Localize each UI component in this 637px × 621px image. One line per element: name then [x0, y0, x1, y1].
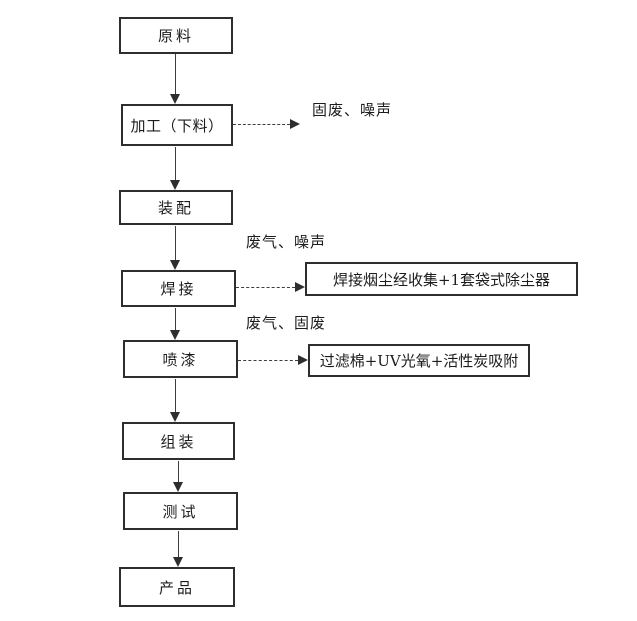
arrowhead-icon — [290, 119, 300, 129]
flow-node-product: 产品 — [119, 567, 235, 607]
exhaust-gas-noise-label: 废气、噪声 — [246, 233, 327, 251]
down-arrow-icon — [169, 308, 181, 340]
flow-node-spray-painting: 喷漆 — [123, 340, 238, 378]
arrow-shaft — [233, 123, 290, 125]
arrow-shaft — [238, 359, 298, 361]
arrowhead-icon — [173, 482, 183, 492]
solid-waste-noise-label: 固废、噪声 — [312, 101, 393, 119]
flow-node-label: 装配 — [157, 199, 194, 217]
down-arrow-icon — [169, 379, 181, 422]
down-arrow-icon — [169, 226, 181, 270]
flow-node-label: 原料 — [157, 27, 194, 45]
flow-node-label: 喷漆 — [162, 350, 199, 369]
arrow-shaft — [236, 286, 295, 288]
welding-fume-treatment-box: 焊接烟尘经收集+1套袋式除尘器 — [305, 262, 578, 296]
arrow-shaft — [174, 226, 176, 260]
flow-node-testing: 测试 — [123, 492, 238, 530]
flow-node-label: 产品 — [158, 578, 195, 597]
flow-node-label: 加工（下料） — [130, 116, 224, 135]
arrowhead-icon — [170, 330, 180, 340]
flow-node-label: 焊接 — [160, 280, 197, 298]
flow-node-welding: 焊接 — [121, 270, 236, 307]
flow-node-final-assembly: 组装 — [122, 422, 235, 460]
arrow-shaft — [174, 379, 176, 412]
treatment-box-label: 焊接烟尘经收集+1套袋式除尘器 — [332, 270, 551, 289]
flow-node-fitting-assembly: 装配 — [119, 190, 233, 225]
exhaust-gas-solid-waste-label: 废气、固废 — [246, 314, 327, 332]
dashed-right-arrow-icon — [236, 281, 305, 293]
down-arrow-icon — [169, 147, 181, 190]
down-arrow-icon — [172, 531, 184, 567]
arrow-shaft — [174, 147, 176, 180]
paint-exhaust-treatment-box: 过滤棉+UV光氧+活性炭吸附 — [308, 344, 530, 377]
down-arrow-icon — [169, 54, 181, 104]
arrowhead-icon — [298, 355, 308, 365]
flow-node-label: 组装 — [160, 432, 197, 451]
arrowhead-icon — [173, 557, 183, 567]
arrowhead-icon — [170, 94, 180, 104]
arrow-shaft — [174, 54, 176, 94]
arrow-shaft — [177, 461, 179, 482]
flow-node-label: 测试 — [162, 502, 199, 521]
arrow-shaft — [174, 308, 176, 330]
arrowhead-icon — [295, 282, 305, 292]
down-arrow-icon — [172, 461, 184, 492]
arrowhead-icon — [170, 180, 180, 190]
treatment-box-label: 过滤棉+UV光氧+活性炭吸附 — [319, 352, 519, 370]
dashed-right-arrow-icon — [233, 118, 300, 130]
arrowhead-icon — [170, 260, 180, 270]
flow-node-processing-cutting: 加工（下料） — [121, 104, 233, 146]
arrow-shaft — [177, 531, 179, 557]
dashed-right-arrow-icon — [238, 354, 308, 366]
arrowhead-icon — [170, 412, 180, 422]
flow-node-raw-material: 原料 — [119, 17, 233, 54]
